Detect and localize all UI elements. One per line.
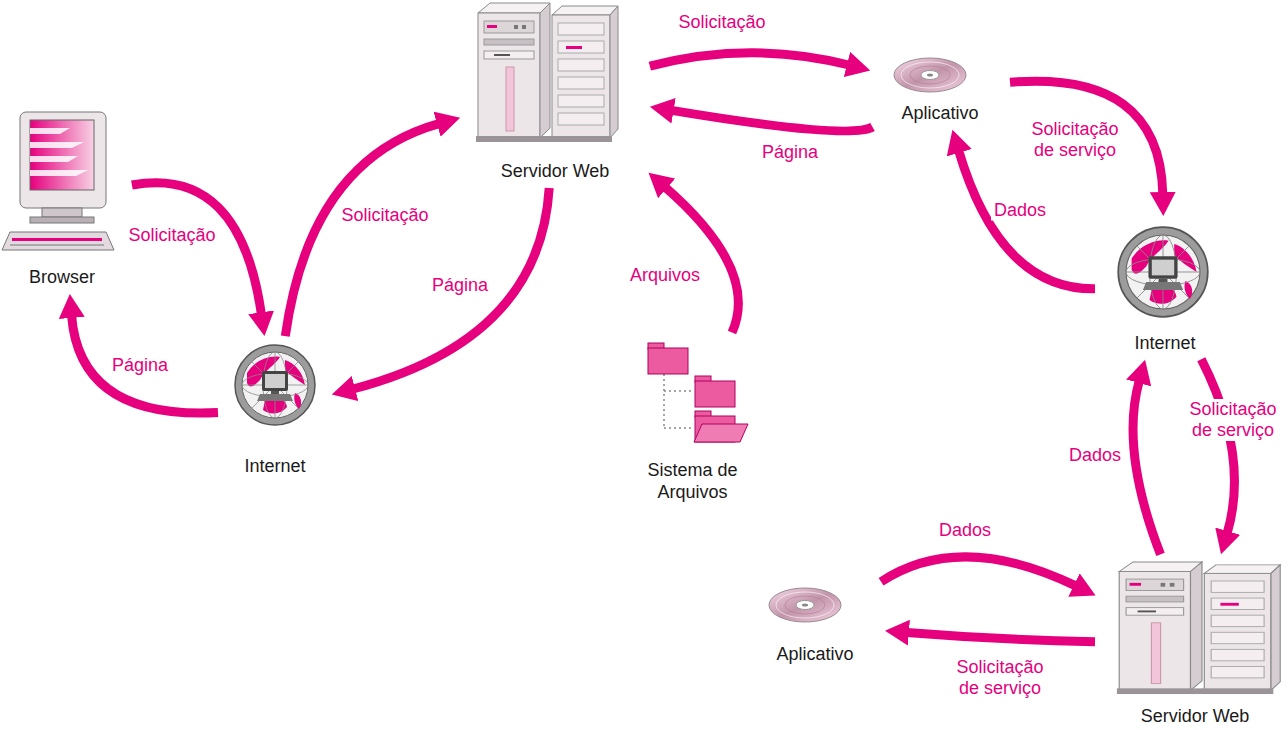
server-icon [476,3,618,142]
node-label: Browser [0,266,126,288]
node-box: Servidor Web [466,0,644,182]
flow-label: Página [109,355,171,376]
node-label: Internet [1101,332,1229,354]
flow-label: Solicitação de serviço [945,657,1055,699]
globe-icon [235,345,315,425]
flow-arrow [665,187,738,332]
flow-arrow [132,183,262,315]
flow-label: Solicitação [338,205,431,226]
flow-label: Solicitação de serviço [1020,119,1130,161]
node-box: Aplicativo [876,52,1004,124]
node-label: Aplicativo [751,643,879,665]
server-icon [1117,562,1280,694]
computer-icon [2,112,114,250]
flow-arrow [907,633,1095,642]
flow-arrow [881,557,1076,586]
node-label: Servidor Web [1101,705,1288,727]
node-box: Internet [1101,222,1229,354]
flow-arrow [285,124,439,336]
node-label: Internet [224,455,326,477]
globe-icon [1118,227,1208,317]
flow-arrow [650,53,849,66]
node-label: Sistema de Arquivos [635,459,750,503]
flow-label: Solicitação [125,225,218,246]
flow-label: Solicitação de serviço [1182,399,1284,441]
flow-label: Dados [991,200,1049,221]
flow-label: Página [429,275,491,296]
node-box: Sistema de Arquivos [630,338,755,503]
flow-label: Arquivos [627,265,703,286]
flow-label: Dados [936,520,994,541]
flow-label: Página [759,142,821,163]
flow-label: Solicitação [675,12,768,33]
flow-arrow [959,151,1095,289]
node-box: Aplicativo [751,585,879,665]
disc-icon [769,588,841,622]
flow-arrow [1010,81,1163,194]
node-box: Internet [224,342,326,477]
flow-arrow [672,110,873,131]
flow-arrow [72,316,218,413]
disc-icon [894,58,966,92]
flow-arrow [1133,381,1160,554]
node-box: Servidor Web [1101,560,1288,727]
folder-icon [648,343,748,442]
flow-arrow [1201,359,1234,533]
node-box: Browser [0,108,126,288]
node-label: Aplicativo [876,102,1004,124]
node-label: Servidor Web [466,160,644,182]
flow-label: Dados [1066,445,1124,466]
